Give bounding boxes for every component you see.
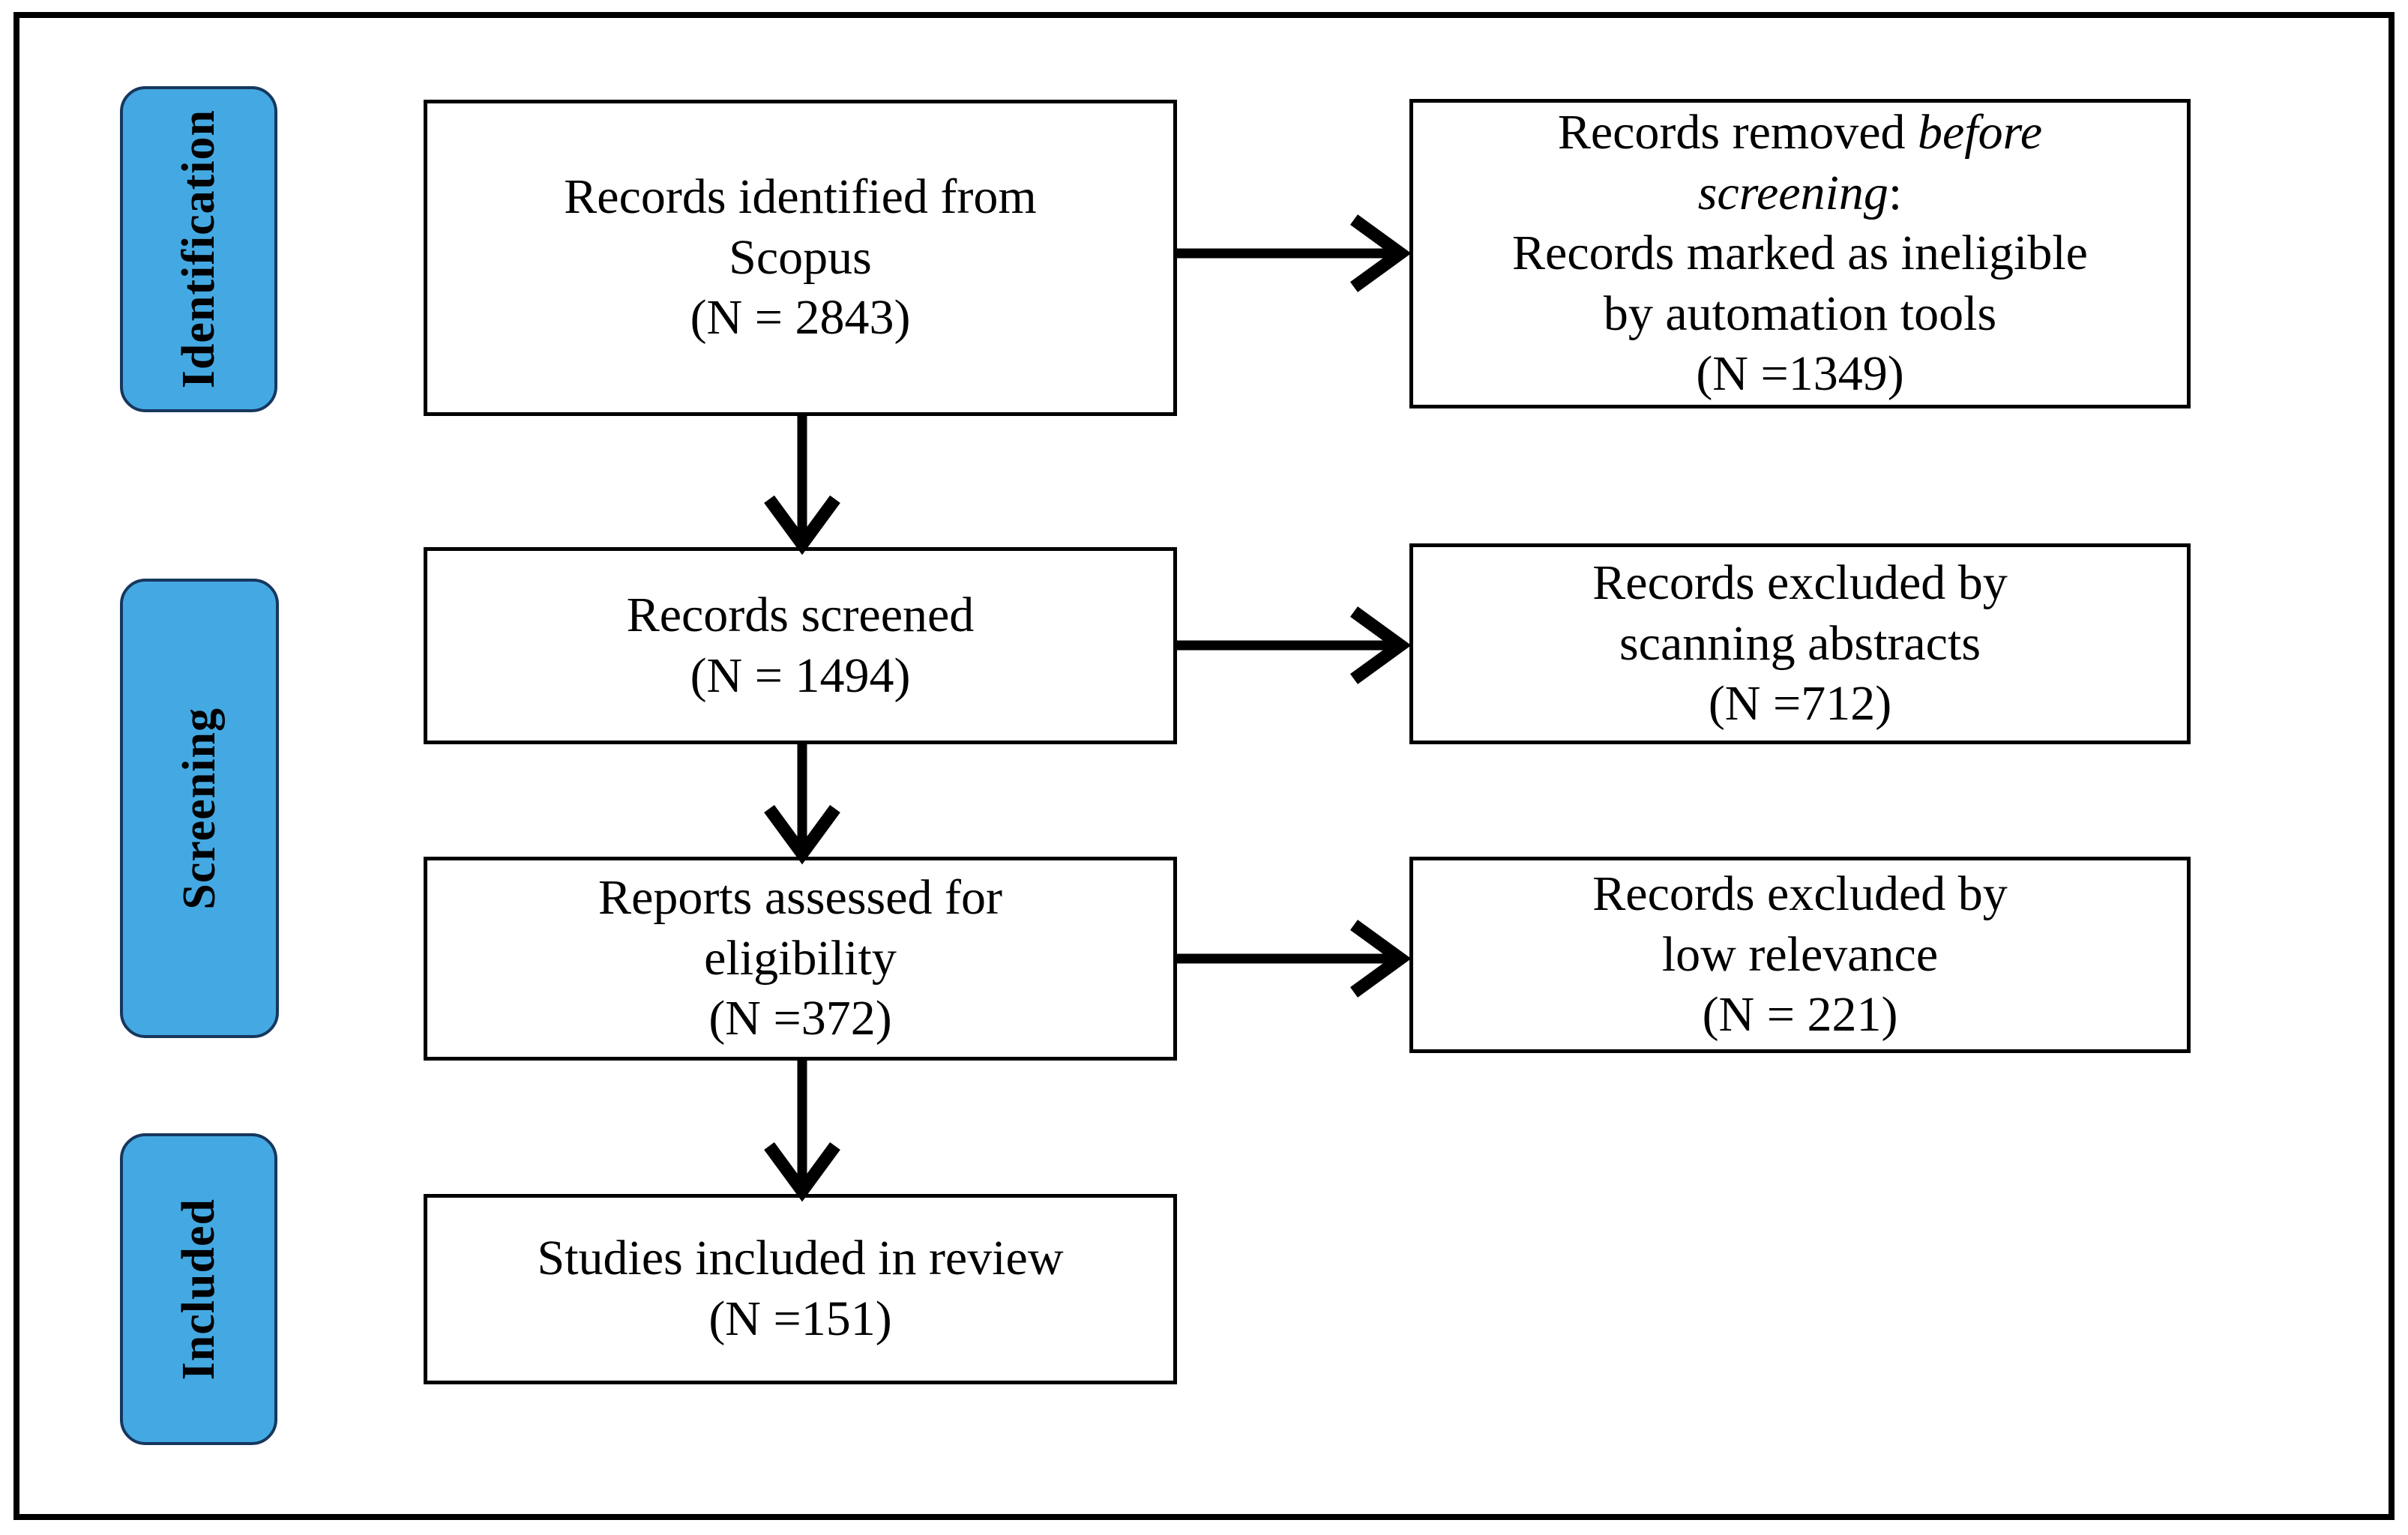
box-records-screened: Records screened (N = 1494) <box>424 547 1177 744</box>
box-text-line: low relevance <box>1661 926 1939 982</box>
stage-label-identification-text: Identification <box>172 109 224 389</box>
stage-label-identification: Identification <box>120 86 277 412</box>
box-text-line: Reports assessed for <box>598 870 1002 926</box>
box-text-line: Studies included in review <box>537 1231 1064 1286</box>
box-text-line: Records identified from <box>564 169 1037 225</box>
stage-label-screening: Screening <box>120 579 279 1038</box>
box-text-line: scanning abstracts <box>1619 615 1981 671</box>
box-text-line: (N =372) <box>708 991 892 1046</box>
box-records-excluded-low-relevance: Records excluded by low relevance (N = 2… <box>1409 857 2191 1053</box>
box-studies-included: Studies included in review (N =151) <box>424 1194 1177 1384</box>
box-text-line: Records marked as ineligible <box>1512 226 2088 281</box>
stage-label-included: Included <box>120 1133 277 1445</box>
box-text-line: by automation tools <box>1603 286 1997 341</box>
box-text-line: (N =1349) <box>1696 346 1904 402</box>
box-text-line: (N = 2843) <box>690 290 911 346</box>
stage-label-screening-text: Screening <box>173 707 225 910</box>
box-text-segment-italic: before <box>1918 105 2043 160</box>
box-records-excluded-abstracts: Records excluded by scanning abstracts (… <box>1409 543 2191 744</box>
box-text-line: Records excluded by <box>1592 866 2008 922</box>
box-text-segment-italic: screening <box>1697 165 1888 220</box>
box-records-identified: Records identified from Scopus (N = 2843… <box>424 100 1177 416</box>
box-reports-assessed: Reports assessed for eligibility (N =372… <box>424 857 1177 1061</box>
box-text-segment: : <box>1888 165 1903 220</box>
box-text-line: (N =712) <box>1708 676 1892 732</box>
box-text-line: Records excluded by <box>1592 555 2008 611</box>
box-text-line: (N =151) <box>708 1291 892 1346</box>
stage-label-included-text: Included <box>172 1198 224 1381</box>
box-text-line: eligibility <box>704 930 897 986</box>
box-text-line: Records removed before <box>1558 103 2042 163</box>
box-text-line: (N = 221) <box>1702 987 1898 1043</box>
box-text-line: (N = 1494) <box>690 648 911 703</box>
box-text-segment: Records removed <box>1557 105 1918 160</box>
box-text-line: Records screened <box>626 587 975 642</box>
box-records-removed-before-screening: Records removed before screening: Record… <box>1409 99 2191 408</box>
box-text-line: Scopus <box>729 229 872 285</box>
box-text-line: screening: <box>1698 163 1902 224</box>
